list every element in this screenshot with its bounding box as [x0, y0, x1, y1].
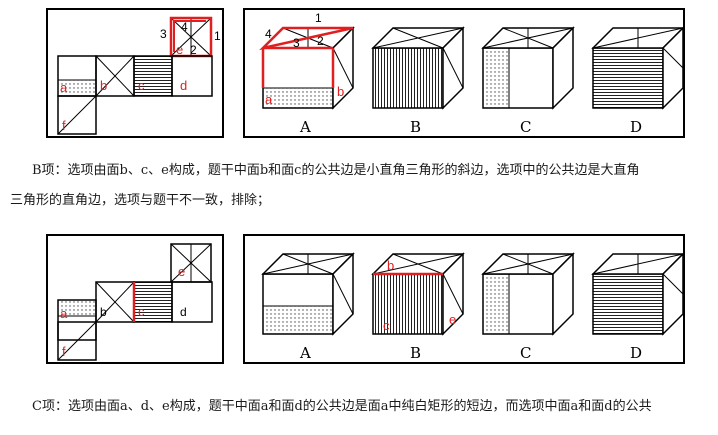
net1-label-e: e: [176, 42, 183, 57]
cube2B-label-b: b: [387, 258, 394, 273]
net1-label-a: a: [60, 80, 68, 95]
option2-label-b: B: [410, 344, 421, 362]
cubeA-label-b: b: [337, 84, 344, 99]
cube2-option-d: [591, 252, 685, 336]
cube-option-b: [371, 26, 465, 110]
net1-label-c: c: [138, 78, 145, 93]
option-label-d: D: [630, 118, 642, 136]
option2-label-a: A: [299, 344, 311, 362]
option2-label-d: D: [630, 344, 642, 362]
cubeA-num-3: 3: [293, 36, 300, 50]
net-panel-1: a b c d e f 1 2 3 4: [46, 8, 224, 138]
option-label-a: A: [299, 118, 311, 136]
net1-num-3: 3: [160, 27, 167, 41]
net1-num-2: 2: [190, 43, 197, 57]
net1-label-d: d: [180, 78, 187, 93]
cube2B-label-e: e: [449, 312, 456, 327]
cube2-option-b: b c e: [371, 252, 465, 336]
cubeA-num-1: 1: [315, 11, 322, 25]
cube2-option-a: [261, 252, 355, 336]
paragraph1-line2: 三角形的直角边，选项与题干不一致，排除；: [10, 193, 271, 208]
cubeA-label-a: a: [265, 92, 273, 107]
net2-label-d: d: [180, 305, 187, 319]
cube-option-c: [481, 26, 575, 110]
net-panel-2: a b c d e f: [46, 234, 224, 364]
cubeA-num-2: 2: [317, 34, 324, 48]
cube-option-d: [591, 26, 685, 110]
cubeA-num-4: 4: [265, 27, 272, 41]
paragraph2-line1: C项：选项由面a、d、e构成，题干中面a和面d的公共边是面a中纯白矩形的短边，而…: [32, 399, 652, 414]
net2-label-f: f: [62, 344, 66, 359]
net1-num-4: 4: [181, 20, 188, 34]
net1-label-f: f: [62, 118, 66, 133]
option2-label-c: C: [520, 344, 531, 362]
explanation-paragraph-2: C项：选项由面a、d、e构成，题干中面a和面d的公共边是面a中纯白矩形的短边，而…: [10, 392, 710, 422]
option-label-c: C: [520, 118, 531, 136]
paragraph1-line1: B项：选项由面b、c、e构成，题干中面b和面c的公共边是小直角三角形的斜边，选项…: [32, 163, 640, 178]
options-panel-1: a b 1 2 3 4: [243, 8, 685, 138]
net2-label-a: a: [60, 306, 68, 321]
net1-num-1: 1: [214, 29, 221, 43]
explanation-paragraph-1: B项：选项由面b、c、e构成，题干中面b和面c的公共边是小直角三角形的斜边，选项…: [10, 156, 710, 216]
options-panel-2: b c e A B C D: [243, 234, 685, 364]
net2-label-b: b: [100, 305, 107, 319]
cube2-option-c: [481, 252, 575, 336]
option-label-b: B: [410, 118, 421, 136]
cube2B-label-c: c: [383, 318, 390, 333]
cube-option-a: a b 1 2 3 4: [259, 11, 355, 110]
net2-label-e: e: [178, 264, 185, 279]
net1-label-b: b: [100, 78, 107, 93]
net2-label-c: c: [138, 304, 145, 319]
